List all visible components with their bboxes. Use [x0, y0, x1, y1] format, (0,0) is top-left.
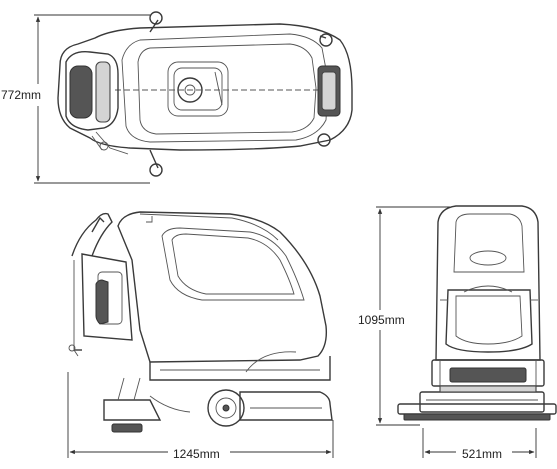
front-view-height-label: 1095mm: [358, 313, 405, 327]
front-view: [376, 205, 557, 458]
side-view: [67, 211, 334, 458]
front-view-machine: [397, 205, 557, 421]
top-view: [34, 11, 353, 184]
side-view-length-label: 1245mm: [170, 447, 223, 461]
top-view-width-label: 772mm: [1, 88, 42, 102]
side-view-machine: [68, 211, 333, 433]
top-view-machine: [57, 11, 353, 177]
front-view-width-label: 521mm: [459, 447, 506, 461]
